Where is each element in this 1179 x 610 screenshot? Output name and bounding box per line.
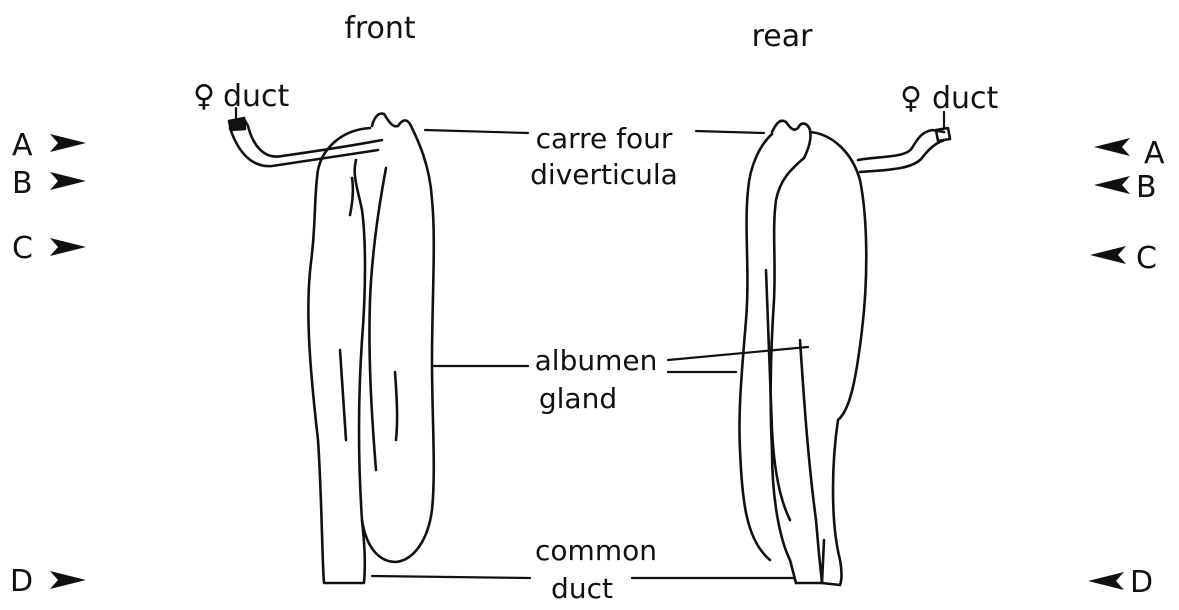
- female-symbol-front: ♀: [193, 79, 215, 114]
- left-arrow-c: [50, 238, 86, 256]
- left-marker-b: B: [12, 166, 33, 201]
- albumen-leader-right-upper: [668, 347, 808, 360]
- left-arrow-d: [50, 571, 86, 589]
- rear-right-lobe-outline: [810, 132, 866, 585]
- left-arrow-b: [50, 172, 86, 190]
- right-marker-d: D: [1130, 565, 1153, 600]
- front-top-fold: [350, 178, 353, 215]
- rear-groove-long: [800, 340, 816, 520]
- carrefour-leader-left: [425, 130, 528, 133]
- right-arrow-a: [1094, 138, 1130, 156]
- rear-tube-mid: [816, 520, 822, 583]
- duct-text-front: duct: [223, 79, 290, 114]
- front-front-lobe-outline: [355, 114, 434, 562]
- duct-label: duct: [551, 572, 613, 605]
- rear-left-outer: [739, 134, 772, 560]
- right-marker-b: B: [1136, 170, 1157, 205]
- common-label: common: [535, 534, 657, 567]
- right-arrow-b: [1094, 176, 1130, 194]
- front-back-lobe-fold: [340, 350, 346, 440]
- left-section-markers: A B C D: [10, 128, 86, 599]
- duct-text-rear: duct: [932, 81, 999, 116]
- right-marker-c: C: [1136, 241, 1157, 276]
- front-view-title: front: [344, 11, 416, 46]
- left-arrow-a: [50, 134, 86, 152]
- rear-groove-line: [766, 270, 790, 520]
- right-section-markers: A B C D: [1088, 136, 1165, 600]
- rear-gland-drawing: [739, 121, 950, 585]
- gland-label: gland: [539, 382, 617, 415]
- front-groove-short: [395, 372, 397, 440]
- rear-female-duct-label: ♀ duct: [900, 81, 999, 128]
- female-symbol-rear: ♀: [900, 81, 922, 116]
- albumen-label: albumen: [535, 344, 658, 377]
- common-duct-leader-left: [372, 576, 530, 578]
- rear-female-duct-outline-lower: [860, 140, 944, 172]
- left-marker-c: C: [12, 231, 33, 266]
- rear-view-title: rear: [752, 19, 814, 54]
- front-duct-tip: [229, 118, 245, 130]
- front-gland-drawing: [229, 114, 434, 583]
- carrefour-leader-right: [696, 131, 764, 133]
- left-marker-a: A: [12, 128, 33, 163]
- carrefour-label: carre four: [536, 122, 673, 155]
- front-female-duct-label: ♀ duct: [193, 79, 290, 118]
- front-female-duct-outline: [232, 119, 382, 157]
- front-groove-line: [369, 168, 386, 470]
- left-marker-d: D: [10, 564, 33, 599]
- rear-tube-right: [822, 583, 840, 585]
- rear-duct-tip: [936, 128, 950, 141]
- rear-female-duct-outline: [858, 130, 944, 160]
- diverticula-label: diverticula: [530, 158, 678, 191]
- right-arrow-d: [1088, 572, 1124, 590]
- rear-left-lobe-outline: [771, 121, 811, 583]
- right-arrow-c: [1090, 246, 1126, 264]
- right-marker-a: A: [1144, 136, 1165, 171]
